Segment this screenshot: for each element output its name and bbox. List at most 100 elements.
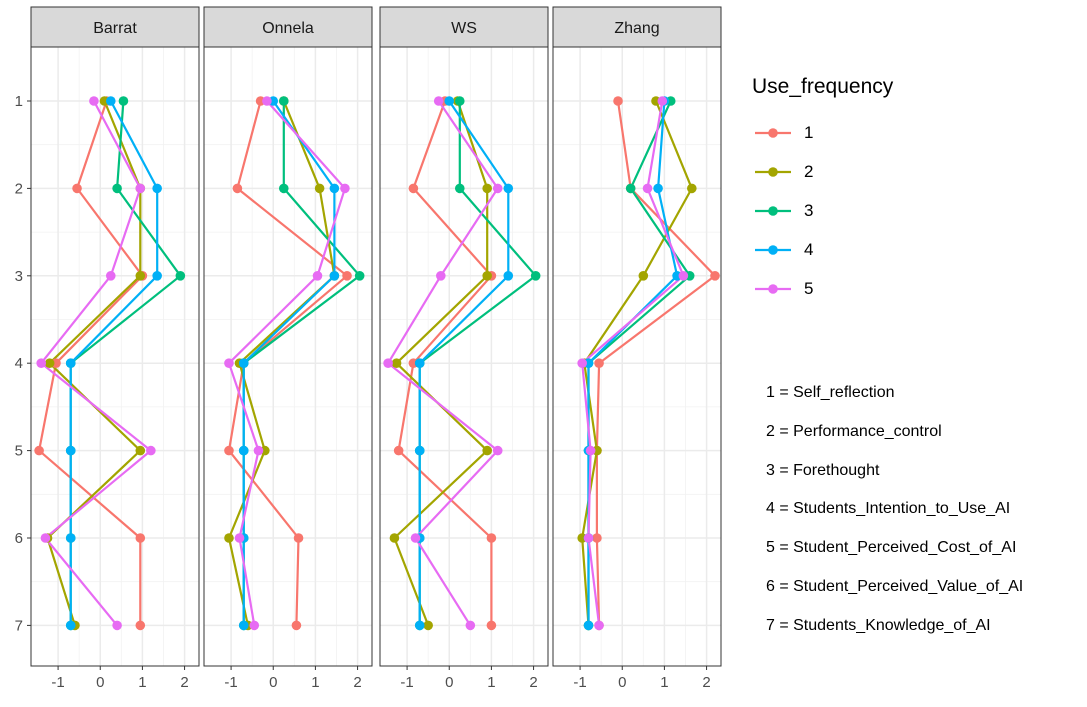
data-point: [224, 533, 234, 543]
data-point: [105, 96, 116, 106]
data-point: [135, 183, 146, 194]
data-point: [678, 271, 689, 281]
data-point: [36, 358, 47, 369]
x-tick-label: 2: [702, 674, 710, 691]
y-tick-label: 1: [15, 93, 23, 110]
data-point: [638, 271, 649, 281]
item-code-notes: 1 = Self_reflection 2 = Performance_cont…: [766, 380, 1086, 652]
x-tick-label: 1: [138, 674, 146, 691]
data-point: [65, 445, 76, 456]
legend-entry-4: 4: [752, 230, 1082, 269]
data-point: [414, 358, 425, 369]
panel-background: [553, 47, 721, 666]
facet-strip: [552, 6, 722, 48]
legend-label: 3: [804, 200, 814, 220]
facet-strip: [203, 6, 373, 48]
legend-key-point: [768, 127, 778, 138]
data-point: [135, 620, 146, 631]
legend-entry-2: 2: [752, 152, 1082, 191]
data-point: [454, 183, 465, 194]
legend-title: Use_frequency: [752, 75, 894, 98]
legend-key-point: [768, 166, 778, 177]
data-point: [175, 271, 186, 281]
data-point: [293, 533, 304, 543]
data-point: [583, 620, 594, 631]
data-point: [152, 183, 162, 194]
legend-key: [755, 244, 791, 255]
data-point: [492, 183, 503, 194]
data-point: [342, 271, 352, 281]
x-tick-label: -1: [400, 674, 413, 691]
legend-entry-1: 1: [752, 113, 1082, 152]
data-point: [454, 96, 465, 106]
facet-strip: [30, 6, 200, 48]
data-point: [393, 445, 404, 456]
data-point: [118, 96, 129, 106]
data-point: [503, 183, 514, 194]
facet-strip-label: Barrat: [93, 20, 137, 37]
data-point: [383, 358, 393, 369]
data-point: [112, 620, 122, 631]
y-tick-label: 4: [15, 355, 23, 372]
note-item-3: 3 = Forethought: [766, 461, 880, 479]
data-point: [423, 620, 433, 631]
panel-border: [203, 46, 373, 667]
y-tick-label: 7: [15, 617, 23, 634]
data-point: [482, 445, 492, 456]
data-point: [314, 183, 325, 194]
data-point: [433, 96, 444, 106]
data-point: [625, 183, 636, 194]
data-point: [89, 96, 99, 106]
data-point: [238, 620, 249, 631]
data-point: [414, 620, 425, 631]
data-point: [34, 445, 44, 456]
legend-key-point: [768, 244, 778, 255]
legend-entry-3: 3: [752, 191, 1082, 230]
data-point: [65, 358, 76, 369]
data-point: [414, 445, 425, 456]
facet-strip-label: Onnela: [262, 20, 314, 37]
data-point: [65, 533, 76, 543]
data-point: [340, 183, 350, 194]
legend-key: [755, 166, 791, 177]
data-point: [224, 358, 234, 369]
data-point: [232, 183, 243, 194]
data-point: [112, 183, 122, 194]
y-tick-label: 5: [15, 443, 23, 460]
legend-key: [755, 283, 791, 294]
data-point: [642, 183, 653, 194]
x-tick-label: 0: [96, 674, 104, 691]
data-point: [482, 271, 492, 281]
x-tick-label: 2: [529, 674, 537, 691]
legend-key: [755, 127, 791, 138]
x-tick-label: 0: [445, 674, 453, 691]
legend-key-point: [768, 205, 778, 216]
data-point: [238, 358, 249, 369]
data-point: [65, 620, 76, 631]
data-point: [585, 445, 596, 456]
legend-key: [755, 205, 791, 216]
x-tick-label: -1: [573, 674, 586, 691]
x-tick-label: 0: [618, 674, 626, 691]
data-point: [329, 271, 340, 281]
y-tick-label: 2: [15, 180, 23, 197]
data-point: [291, 620, 302, 631]
data-point: [657, 96, 668, 106]
data-point: [408, 183, 419, 194]
data-point: [238, 445, 249, 456]
data-point: [72, 183, 82, 194]
data-point: [329, 183, 340, 194]
x-tick-label: -1: [224, 674, 237, 691]
data-point: [146, 445, 156, 456]
panel-background: [31, 47, 199, 666]
data-point: [135, 533, 146, 543]
data-point: [530, 271, 541, 281]
panel-background: [204, 47, 372, 666]
legend-label: 2: [804, 161, 814, 181]
data-point: [135, 445, 146, 456]
